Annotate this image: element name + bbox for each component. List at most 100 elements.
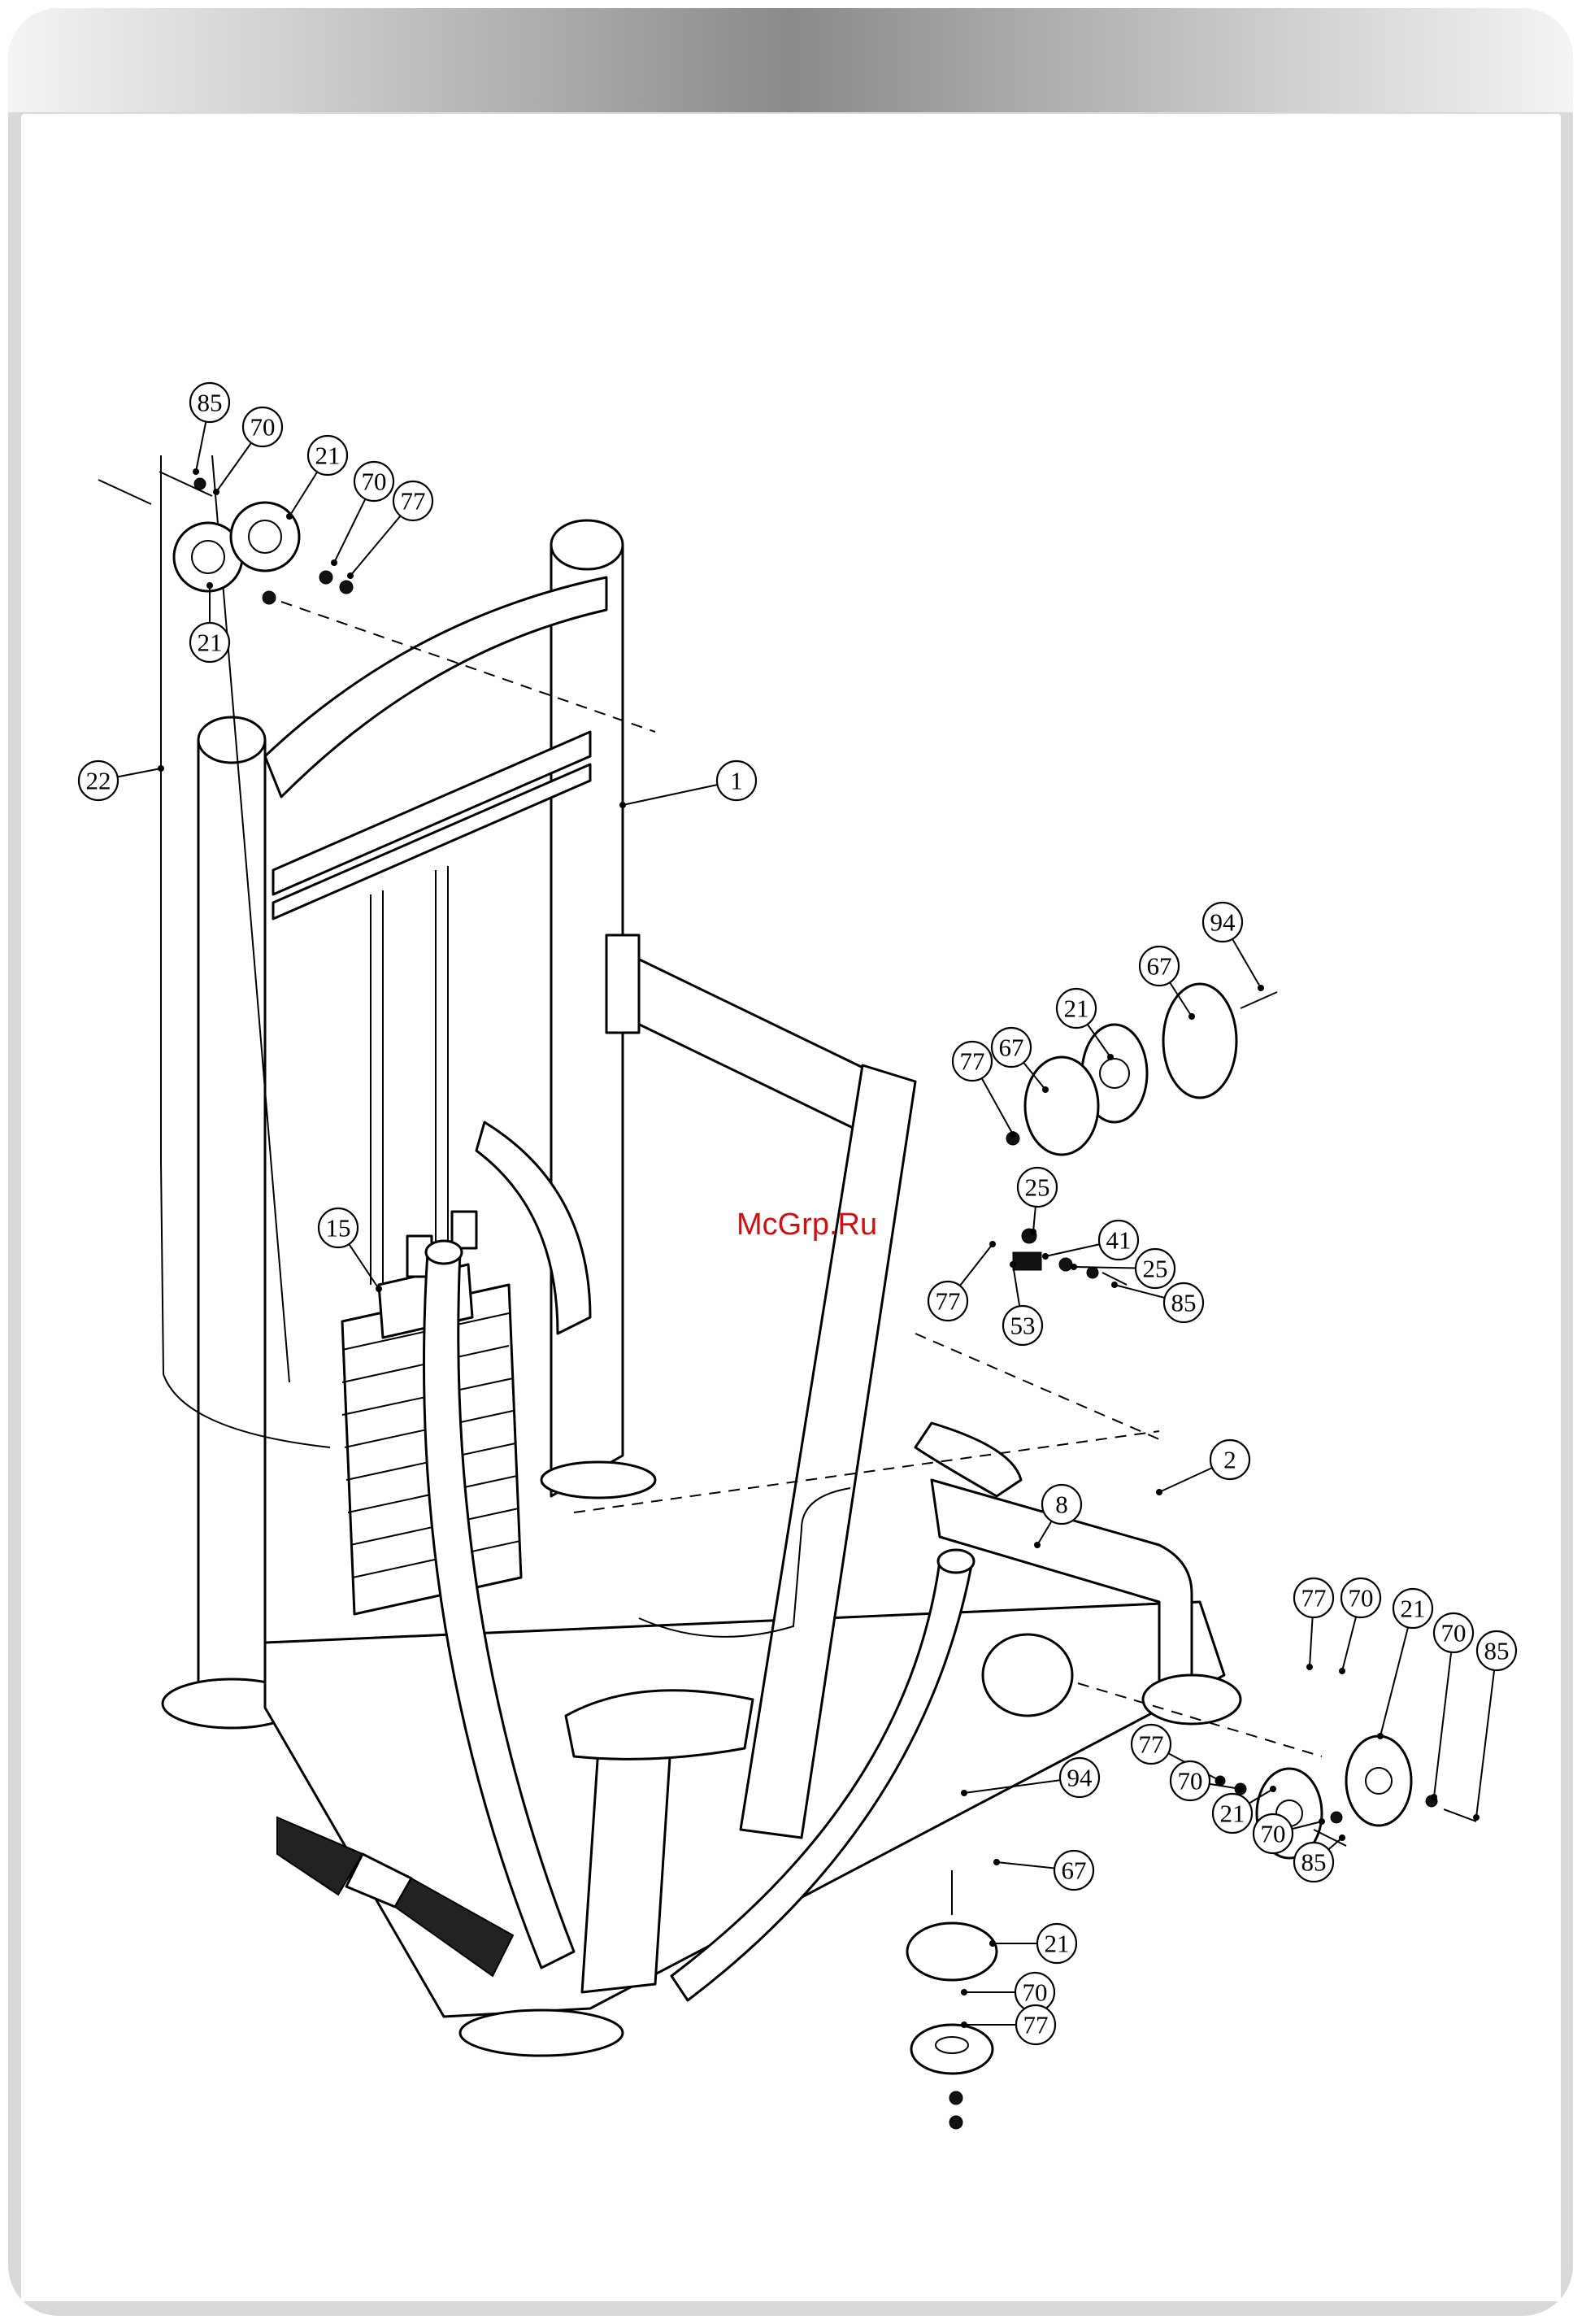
callout-number: 70: [1023, 1978, 1048, 2007]
callout-70: 70: [243, 407, 282, 446]
leader-dot: [993, 1859, 1000, 1865]
callout-number: 94: [1067, 1764, 1093, 1792]
leader-dot: [1030, 1229, 1036, 1235]
leader-dot: [1188, 1013, 1195, 1020]
callout-number: 70: [1349, 1584, 1374, 1612]
leader-dot: [1270, 1786, 1276, 1792]
callout-number: 77: [960, 1047, 985, 1076]
callout-1: 1: [717, 761, 756, 800]
leader-dot: [347, 572, 354, 579]
leader-dot: [1071, 1264, 1077, 1270]
callout-94: 94: [1203, 903, 1242, 942]
callout-number: 2: [1223, 1446, 1236, 1474]
callout-21: 21: [1037, 1924, 1076, 1963]
callout-number: 77: [1301, 1584, 1327, 1612]
callout-25: 25: [1018, 1168, 1057, 1207]
callout-number: 25: [1025, 1173, 1050, 1202]
callout-70: 70: [1341, 1578, 1380, 1617]
leader-dot: [206, 582, 213, 589]
callout-number: 22: [86, 767, 111, 795]
callout-number: 21: [315, 442, 341, 470]
leader-dot: [1306, 1664, 1313, 1670]
callout-21: 21: [308, 436, 347, 475]
callout-70: 70: [1434, 1613, 1473, 1652]
callout-67: 67: [992, 1028, 1031, 1067]
leader-dot: [1042, 1086, 1049, 1093]
leader-dot: [1111, 1282, 1118, 1288]
callout-77: 77: [953, 1042, 992, 1081]
leader-dot: [1107, 1054, 1114, 1060]
leader-dot: [961, 1790, 967, 1796]
callout-22: 22: [79, 761, 118, 800]
callout-number: 77: [1023, 2011, 1049, 2039]
bottom-pulley-assembly: [907, 1870, 997, 2129]
leader-dot: [989, 1940, 996, 1947]
callout-77: 77: [1016, 2005, 1055, 2044]
callout-85: 85: [1294, 1843, 1333, 1882]
leader-dot: [376, 1286, 382, 1292]
callout-number: 25: [1143, 1255, 1168, 1283]
leader-dot: [1339, 1834, 1345, 1841]
callout-number: 70: [1261, 1820, 1286, 1848]
leader-line-85: [1476, 1651, 1497, 1817]
leader-dot: [1377, 1733, 1384, 1739]
callout-number: 21: [1045, 1930, 1070, 1958]
leader-dot: [286, 513, 293, 520]
callout-number: 21: [198, 629, 223, 657]
callout-number: 85: [198, 389, 223, 417]
callout-number: 77: [936, 1287, 961, 1316]
callout-number: 15: [326, 1214, 351, 1243]
callout-41: 41: [1099, 1221, 1138, 1260]
leader-dot: [1010, 1261, 1016, 1268]
callout-number: 85: [1171, 1289, 1197, 1317]
leader-dot: [1431, 1794, 1437, 1800]
callout-number: 21: [1220, 1800, 1245, 1828]
leader-dot: [1010, 1131, 1016, 1138]
callout-85: 85: [1477, 1631, 1516, 1670]
callout-number: 67: [999, 1034, 1024, 1062]
leader-dot: [1042, 1253, 1049, 1260]
leader-dot: [961, 1989, 967, 1995]
leader-dot: [1217, 1778, 1223, 1784]
callout-85: 85: [1164, 1283, 1203, 1322]
callout-number: 85: [1484, 1637, 1510, 1665]
callout-number: 41: [1106, 1226, 1132, 1255]
callout-number: 70: [1441, 1619, 1467, 1647]
leader-dot: [961, 2022, 967, 2028]
leader-dot: [1156, 1489, 1162, 1495]
leader-dot: [1473, 1814, 1480, 1821]
callout-77: 77: [1294, 1578, 1333, 1617]
leader-dot: [158, 765, 164, 772]
callout-25: 25: [1136, 1249, 1175, 1288]
callout-number: 85: [1301, 1848, 1327, 1877]
callout-21: 21: [190, 623, 229, 662]
callout-number: 53: [1010, 1312, 1036, 1340]
callout-2: 2: [1210, 1440, 1249, 1479]
leader-dot: [1034, 1542, 1041, 1548]
callout-number: 21: [1064, 994, 1089, 1023]
callout-number: 21: [1401, 1595, 1426, 1623]
callout-67: 67: [1054, 1851, 1093, 1890]
callout-number: 8: [1055, 1491, 1068, 1519]
callout-number: 1: [730, 767, 743, 795]
callout-85: 85: [190, 383, 229, 422]
callout-21: 21: [1213, 1794, 1252, 1833]
header-gradient-bar: [8, 8, 1573, 112]
callout-number: 94: [1210, 908, 1236, 937]
callout-70: 70: [1171, 1761, 1210, 1800]
leader-line-70: [1434, 1633, 1453, 1797]
callout-77: 77: [1132, 1725, 1171, 1764]
leader-dot: [619, 802, 626, 808]
leader-dot: [331, 559, 337, 566]
callout-70: 70: [354, 462, 393, 501]
callout-21: 21: [1393, 1589, 1432, 1628]
callout-21: 21: [1057, 989, 1096, 1028]
callout-number: 70: [250, 413, 276, 442]
callout-number: 77: [401, 487, 426, 516]
callout-77: 77: [928, 1282, 967, 1321]
callout-number: 67: [1147, 952, 1172, 981]
callout-number: 77: [1139, 1730, 1164, 1759]
callout-8: 8: [1042, 1485, 1081, 1524]
